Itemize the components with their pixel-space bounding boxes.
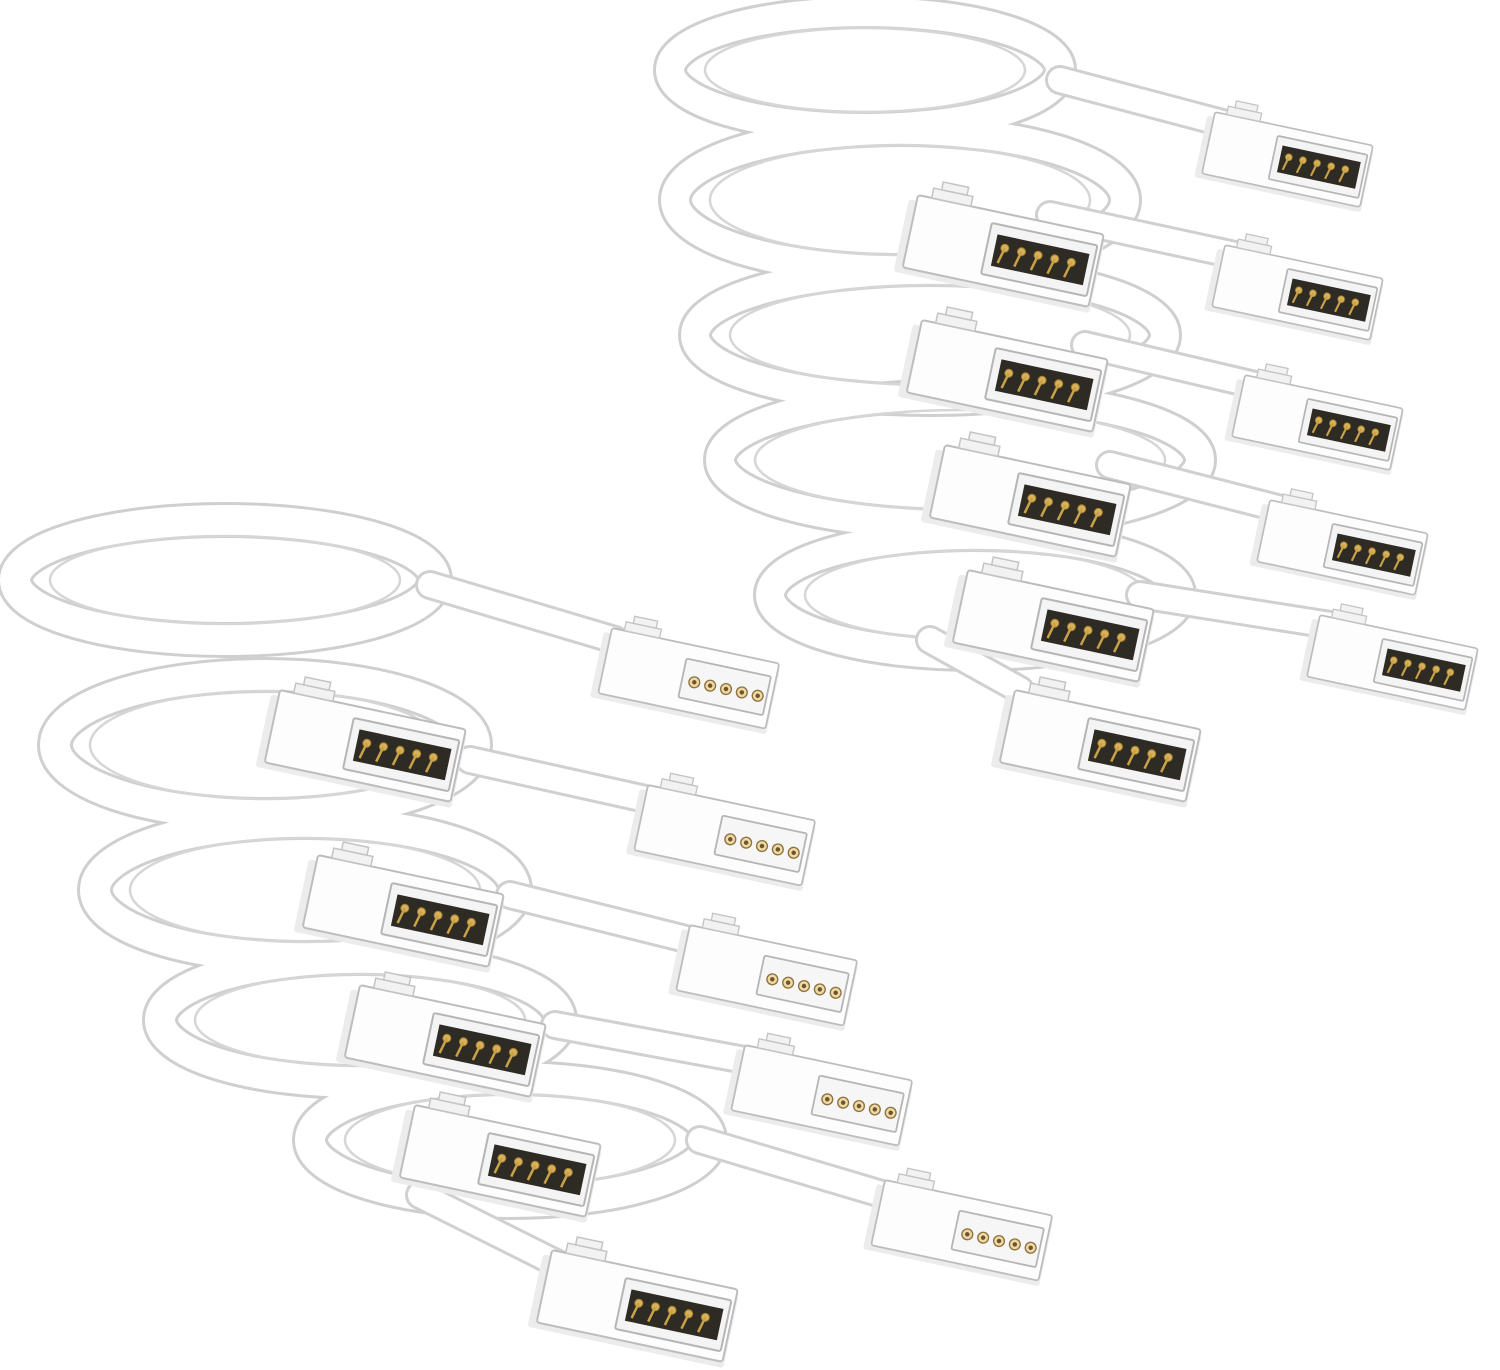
lower-left-cable-bundle [0,502,1059,1370]
upper-right-cable-bundle [653,0,1484,810]
